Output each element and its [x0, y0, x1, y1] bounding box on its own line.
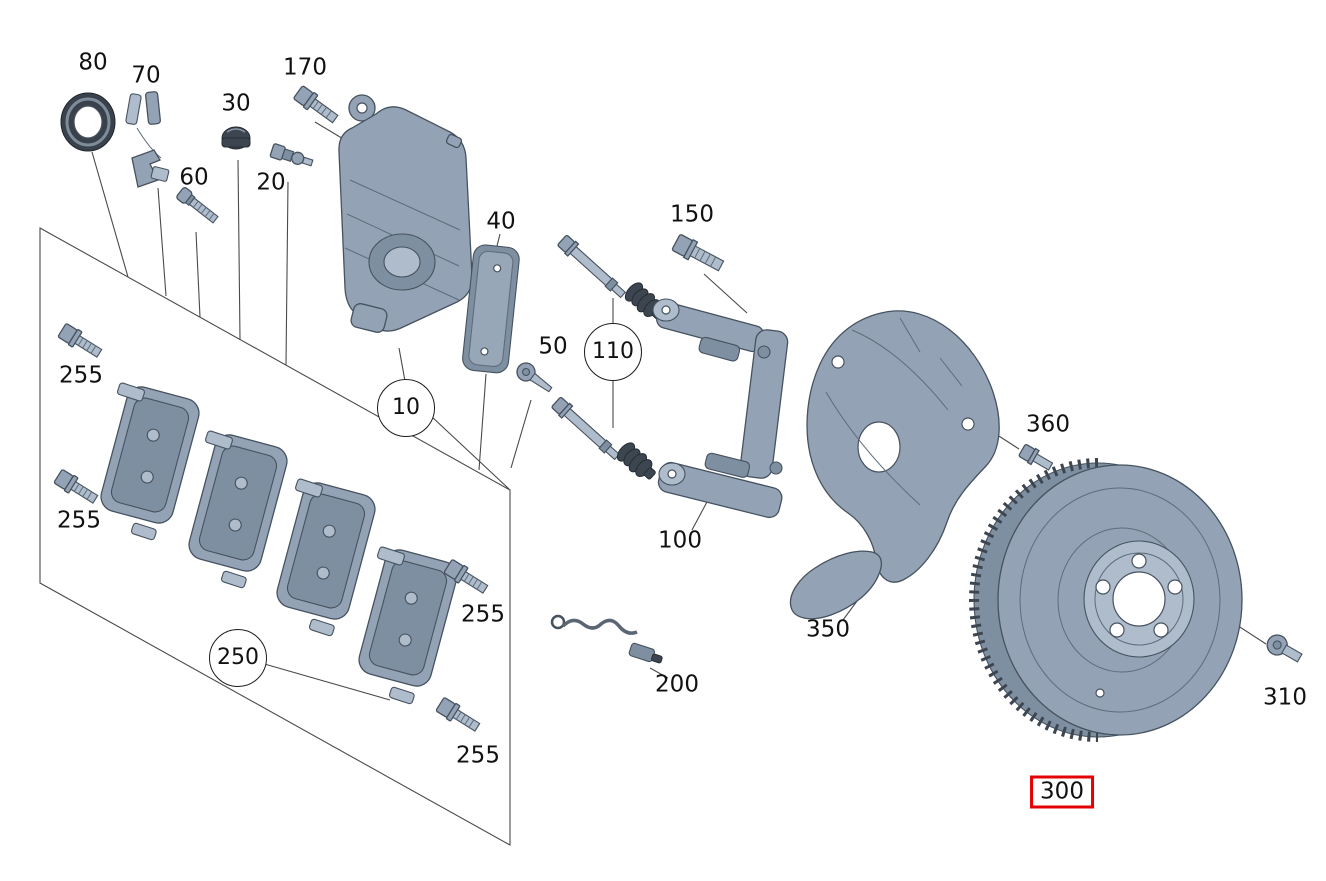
part-label-255-1[interactable]: 255 — [59, 362, 103, 389]
part-brake-disc-300[interactable] — [968, 458, 1243, 742]
part-shim-40[interactable] — [461, 244, 520, 374]
part-label-10[interactable]: 10 — [377, 379, 435, 437]
part-label-255-2[interactable]: 255 — [57, 507, 101, 534]
part-bolt-255-3[interactable] — [443, 558, 490, 597]
part-label-50[interactable]: 50 — [538, 333, 568, 360]
part-caliper-bracket-100[interactable] — [652, 298, 789, 520]
part-label-30[interactable]: 30 — [221, 90, 251, 117]
part-label-100[interactable]: 100 — [658, 527, 702, 554]
part-bolt-255-1[interactable] — [57, 322, 104, 361]
part-label-255-3[interactable]: 255 — [461, 601, 505, 628]
part-bolt-255-2[interactable] — [53, 468, 100, 507]
part-caliper-10[interactable] — [338, 94, 473, 334]
part-label-255-4[interactable]: 255 — [456, 742, 500, 769]
part-guide-boot-lower[interactable] — [614, 440, 660, 484]
part-label-40[interactable]: 40 — [486, 208, 516, 235]
part-guide-bush-20[interactable] — [269, 143, 314, 169]
part-cap-30[interactable] — [221, 126, 251, 150]
part-bolt-150[interactable] — [671, 233, 725, 275]
part-bolt-255-4[interactable] — [435, 696, 482, 735]
part-screw-50[interactable] — [513, 359, 555, 396]
leader-lines — [91, 121, 1267, 701]
pad-retainer-clips[interactable] — [117, 382, 415, 705]
part-label-350[interactable]: 350 — [806, 616, 850, 643]
part-label-150[interactable]: 150 — [670, 201, 714, 228]
part-guide-pin-lower[interactable] — [551, 396, 623, 463]
part-label-60[interactable]: 60 — [179, 164, 209, 191]
part-guide-pin-upper[interactable] — [557, 234, 629, 301]
part-label-300-highlighted[interactable]: 300 — [1030, 775, 1094, 809]
part-pad-springs-70[interactable] — [125, 91, 170, 188]
part-label-80[interactable]: 80 — [78, 49, 108, 76]
part-label-20[interactable]: 20 — [256, 169, 286, 196]
part-label-360[interactable]: 360 — [1026, 411, 1070, 438]
pad-kit-outline — [39, 227, 511, 846]
part-wheel-bolt-310[interactable] — [1264, 631, 1305, 666]
part-label-310[interactable]: 310 — [1263, 684, 1307, 711]
part-wear-sensor-200[interactable] — [550, 614, 663, 664]
part-label-200[interactable]: 200 — [655, 671, 699, 698]
part-brake-pads-250[interactable] — [98, 384, 461, 690]
part-bolt-170[interactable] — [293, 85, 341, 127]
part-seal-80[interactable] — [60, 92, 116, 152]
part-label-170[interactable]: 170 — [283, 54, 327, 81]
part-splash-shield-350[interactable] — [789, 310, 1000, 620]
part-bolt-60[interactable] — [176, 186, 220, 225]
part-label-70[interactable]: 70 — [131, 62, 161, 89]
part-label-250[interactable]: 250 — [209, 629, 267, 687]
part-label-110[interactable]: 110 — [584, 323, 642, 381]
part-bolt-360[interactable] — [1018, 443, 1055, 473]
